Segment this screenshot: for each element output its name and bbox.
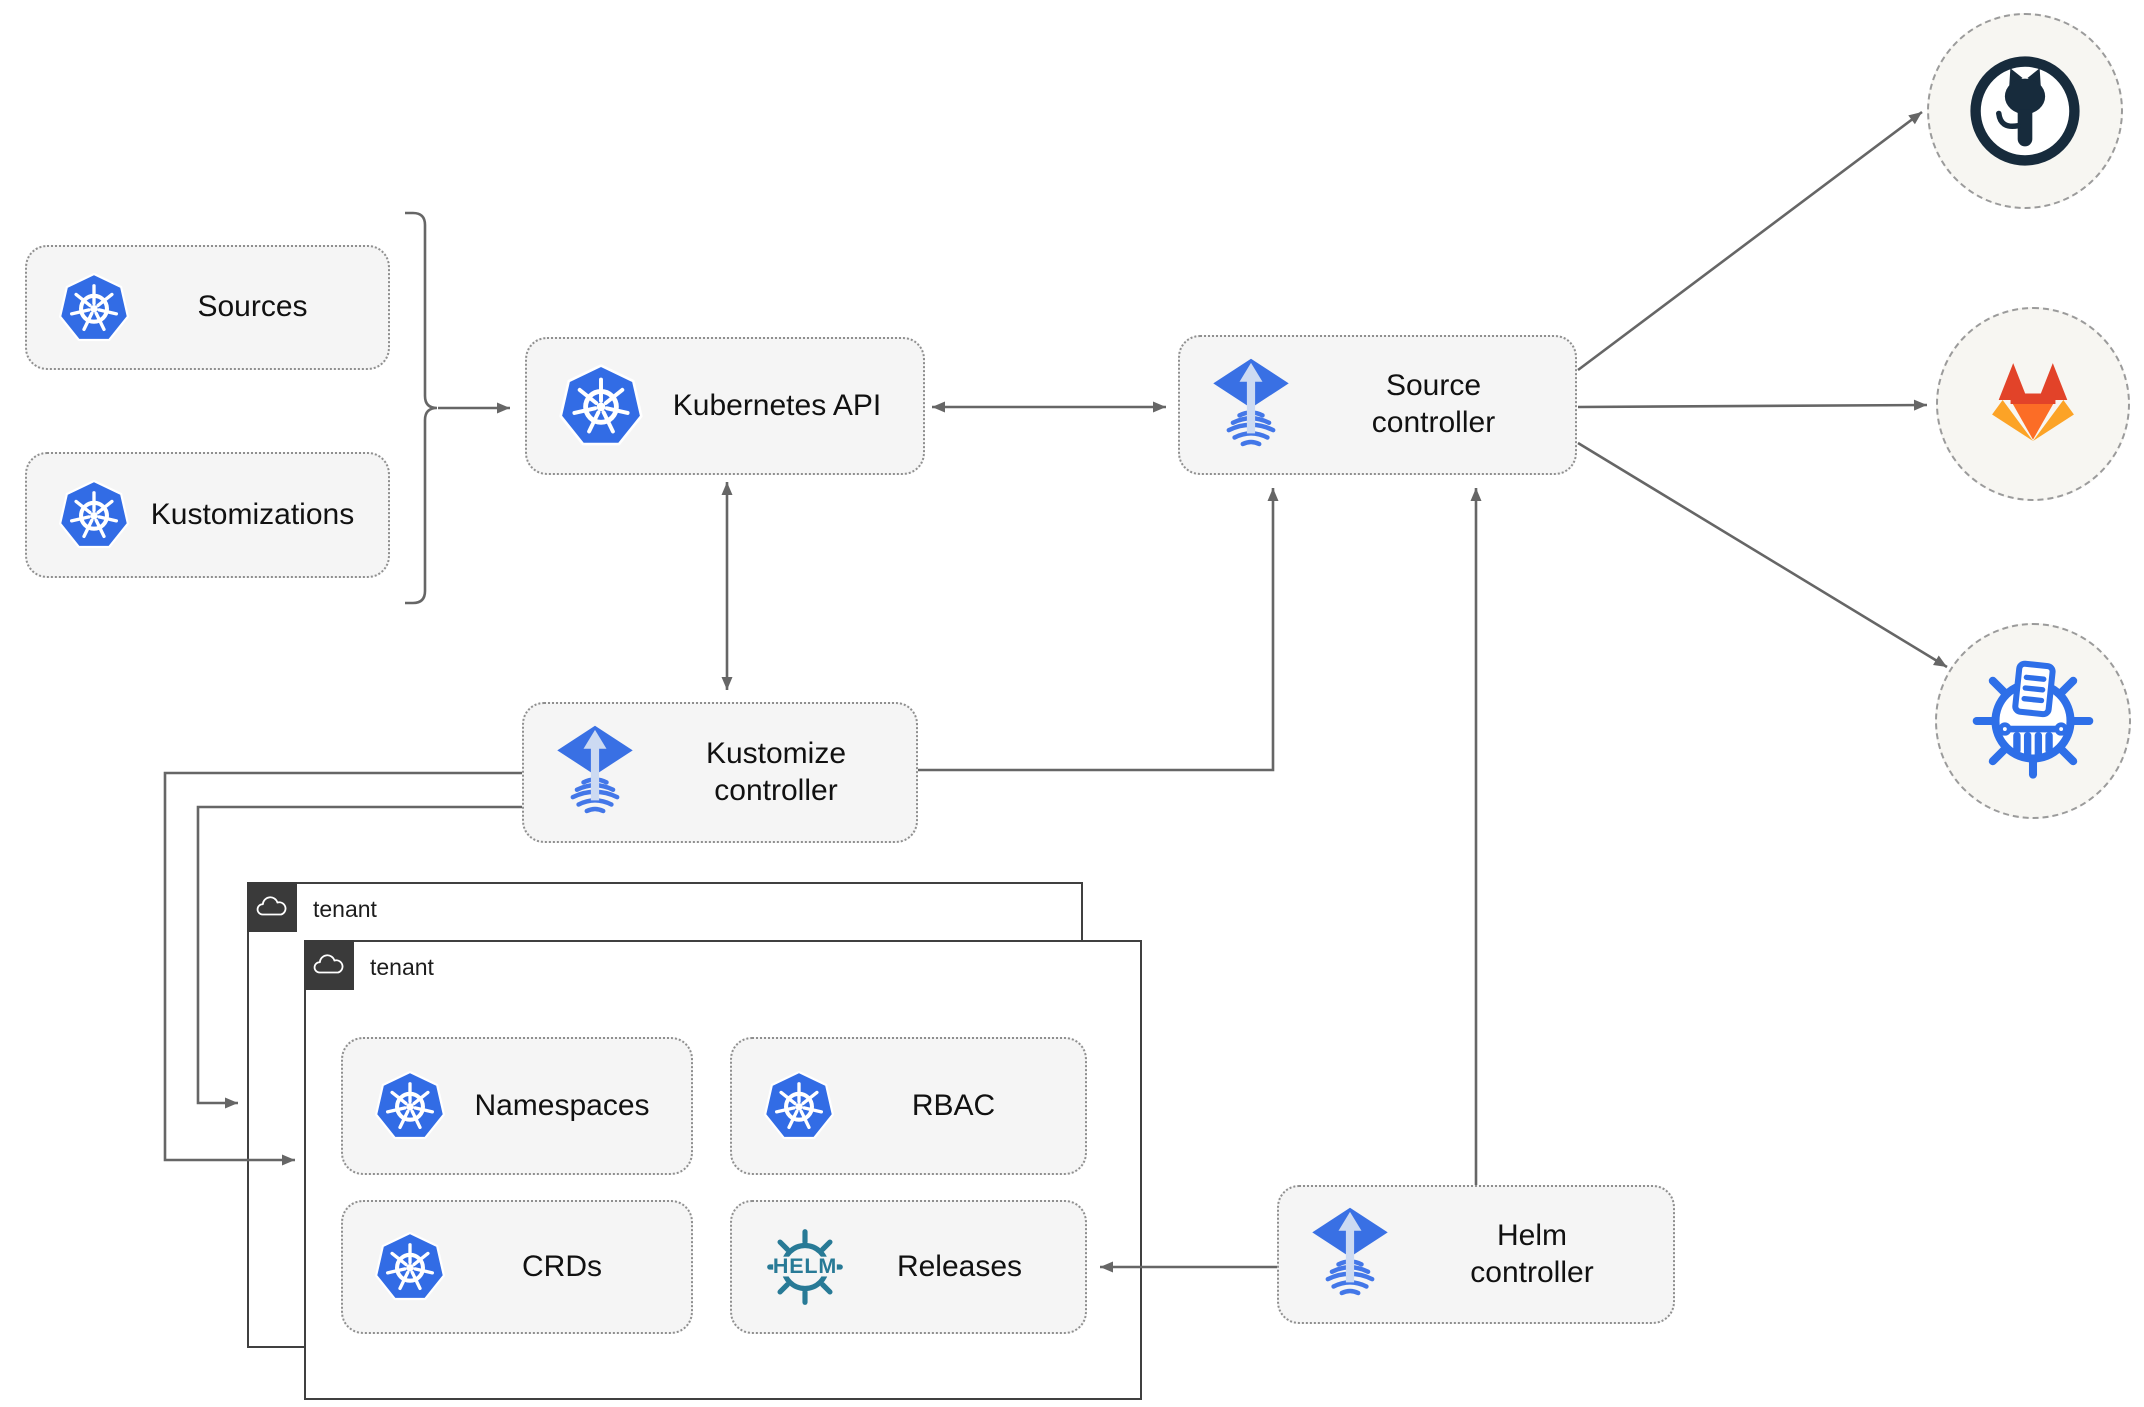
node-releases: HELM Releases — [730, 1200, 1087, 1334]
node-sources: Sources — [25, 245, 390, 370]
tenant-label: tenant — [370, 954, 434, 980]
arrow-source-to-oci-registry — [1577, 441, 1948, 669]
kubernetes-icon — [557, 362, 645, 450]
gitlab-icon — [1967, 338, 2099, 470]
flux-icon — [554, 724, 636, 821]
github-icon — [1964, 50, 2086, 172]
kubernetes-icon — [373, 1230, 447, 1304]
node-label: Kustomizations — [150, 497, 355, 531]
provider-oci-registry — [1935, 623, 2131, 819]
node-crds: CRDs — [341, 1200, 693, 1334]
helm-logo-text: HELM — [773, 1254, 837, 1278]
arrow-source-to-gitlab — [1577, 399, 1928, 411]
arrow-source-to-github — [1577, 110, 1923, 372]
node-label: RBAC — [911, 1088, 996, 1122]
node-label: Releases — [896, 1249, 1023, 1283]
node-helm-controller: Helm controller — [1277, 1185, 1675, 1324]
provider-github — [1927, 13, 2123, 209]
helm-icon: HELM — [762, 1224, 848, 1310]
kubernetes-icon — [762, 1069, 836, 1143]
oci-registry-icon — [1966, 654, 2100, 788]
node-label: CRDs — [522, 1249, 602, 1283]
kubernetes-icon — [57, 271, 131, 345]
flux-icon — [1210, 357, 1292, 454]
node-kubernetes-api: Kubernetes API — [525, 337, 925, 475]
node-label: Source controller — [1371, 369, 1496, 439]
arrow-kustomize-to-source-controller — [918, 488, 1279, 772]
provider-gitlab — [1936, 307, 2130, 501]
bracket-sources-group — [405, 211, 438, 605]
node-source-controller: Source controller — [1178, 335, 1577, 475]
node-namespaces: Namespaces — [341, 1037, 693, 1175]
node-label: Helm controller — [1470, 1218, 1594, 1289]
cloud-icon — [255, 895, 289, 919]
tenant-label: tenant — [313, 896, 377, 922]
kubernetes-icon — [373, 1069, 447, 1143]
node-kustomizations: Kustomizations — [25, 452, 390, 578]
kubernetes-icon — [57, 478, 131, 552]
cloud-icon — [312, 953, 346, 977]
tenant-header — [303, 939, 354, 990]
node-label: Kubernetes API — [672, 388, 882, 422]
node-label: Kustomize controller — [705, 736, 847, 807]
tenant-header — [246, 881, 297, 932]
node-label: Sources — [197, 290, 308, 324]
node-label: Namespaces — [474, 1088, 650, 1122]
node-kustomize-controller: Kustomize controller — [522, 702, 918, 843]
flux-icon — [1309, 1206, 1391, 1303]
node-rbac: RBAC — [730, 1037, 1087, 1175]
